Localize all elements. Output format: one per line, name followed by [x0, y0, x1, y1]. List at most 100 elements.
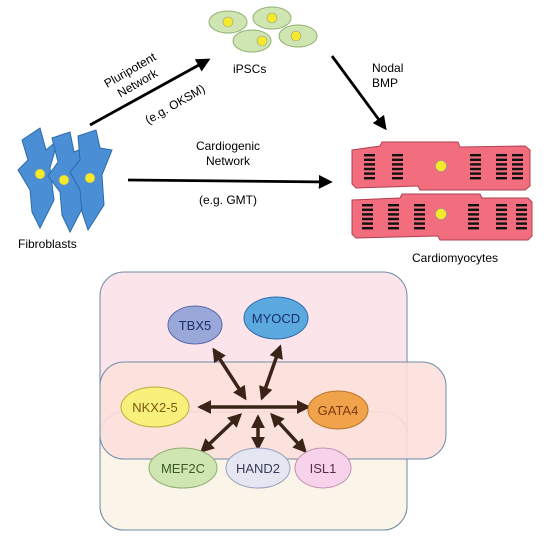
pluripotent-arrow	[89, 58, 211, 127]
striation-bar	[496, 213, 507, 216]
striation-bar	[392, 167, 403, 171]
striation-bar	[362, 208, 373, 211]
striation-bar	[362, 217, 373, 221]
ipsc-cells	[208, 6, 318, 53]
gene-gata4: GATA4	[307, 390, 369, 430]
ipsc-nucleus	[266, 12, 278, 24]
striation-bar	[364, 158, 375, 161]
striation-bar	[392, 163, 403, 166]
cardiomyocytes-label: Cardiomyocytes	[412, 251, 498, 265]
link-mef2c	[199, 413, 243, 453]
striation-bar	[496, 217, 507, 221]
striation-bar	[516, 227, 527, 230]
link-myocd	[259, 344, 283, 401]
nodal-bmp-arrow	[330, 55, 387, 131]
striation-bar	[392, 177, 403, 180]
striation-bar	[414, 222, 425, 225]
striation-bar	[512, 177, 523, 180]
gene-isl1-shape	[294, 447, 352, 489]
sarcomere-striations	[362, 154, 527, 230]
gene-hand2-shape	[225, 447, 291, 489]
striation-bar	[516, 204, 527, 207]
ipsc-nucleus	[290, 30, 302, 42]
striation-bar	[468, 227, 479, 230]
striation-bar	[388, 217, 399, 221]
gene-nkx25-shape	[120, 386, 190, 428]
gene-isl1: ISL1	[294, 447, 352, 489]
striation-bar	[364, 167, 375, 171]
striation-bar	[362, 227, 373, 230]
striation-bar	[362, 213, 373, 216]
gene-mef2c-label: MEF2C	[161, 461, 205, 476]
striation-bar	[496, 163, 507, 166]
striation-bar	[414, 208, 425, 211]
striation-bar	[496, 227, 507, 230]
fibroblast-nucleus	[34, 168, 46, 180]
striation-bar	[414, 213, 425, 216]
striation-bar	[516, 208, 527, 211]
network-arrows	[197, 344, 311, 454]
striation-bar	[414, 227, 425, 230]
fibroblast-cells	[17, 127, 113, 234]
striation-bar	[388, 204, 399, 207]
cardiomyocyte-cells	[351, 141, 533, 241]
striation-bar	[496, 208, 507, 211]
ipsc-nucleus	[222, 16, 234, 28]
striation-bar	[414, 204, 425, 207]
striation-bar	[496, 154, 507, 157]
striation-bar	[388, 213, 399, 216]
gene-isl1-label: ISL1	[310, 461, 337, 476]
ipsc-cell	[232, 29, 272, 53]
striation-bar	[496, 177, 507, 180]
striation-bar	[516, 213, 527, 216]
striation-bar	[512, 163, 523, 166]
cardiogenic-line1: Cardiogenic	[196, 139, 260, 153]
pluripotent-network-label: Pluripotent Network (e.g. OKSM)	[102, 49, 208, 127]
striation-bar	[364, 154, 375, 157]
nodal-label: Nodal	[372, 61, 403, 75]
striation-bar	[496, 158, 507, 161]
striation-bar	[516, 222, 527, 225]
gene-tbx5-label: TBX5	[179, 318, 212, 333]
striation-bar	[496, 204, 507, 207]
gene-gata4-label: GATA4	[318, 403, 359, 418]
link-isl1	[270, 412, 307, 454]
striation-bar	[470, 163, 481, 166]
striation-bar	[516, 217, 527, 221]
fibroblasts-label: Fibroblasts	[18, 237, 77, 251]
cardiomyocyte-nucleus	[435, 160, 447, 172]
striation-bar	[468, 208, 479, 211]
gene-hand2: HAND2	[225, 447, 291, 489]
striation-bar	[392, 154, 403, 157]
striation-bar	[468, 204, 479, 207]
striation-bar	[364, 163, 375, 166]
link-tbx5	[212, 347, 247, 401]
gene-myocd-shape	[243, 296, 309, 340]
striation-bar	[364, 177, 375, 180]
striation-bar	[388, 222, 399, 225]
striation-bar	[470, 177, 481, 180]
striation-bar	[364, 172, 375, 175]
striation-bar	[512, 172, 523, 175]
gene-tbx5: TBX5	[167, 305, 223, 345]
striation-bar	[362, 222, 373, 225]
striation-bar	[388, 227, 399, 230]
gene-mef2c-shape	[148, 447, 218, 489]
gene-tbx5-shape	[167, 305, 223, 345]
striation-bar	[392, 158, 403, 161]
striation-bar	[512, 158, 523, 161]
cardiogenic-line2: Network	[206, 154, 251, 168]
bmp-label: BMP	[372, 76, 398, 90]
striation-bar	[496, 172, 507, 175]
striation-bar	[470, 172, 481, 175]
striation-bar	[496, 222, 507, 225]
cardiogenic-arrow	[127, 174, 333, 189]
gene-hand2-label: HAND2	[236, 461, 280, 476]
gene-myocd: MYOCD	[243, 296, 309, 340]
gene-nkx25: NKX2-5	[120, 386, 190, 428]
striation-bar	[388, 208, 399, 211]
striation-bar	[470, 158, 481, 161]
striation-bar	[470, 154, 481, 157]
